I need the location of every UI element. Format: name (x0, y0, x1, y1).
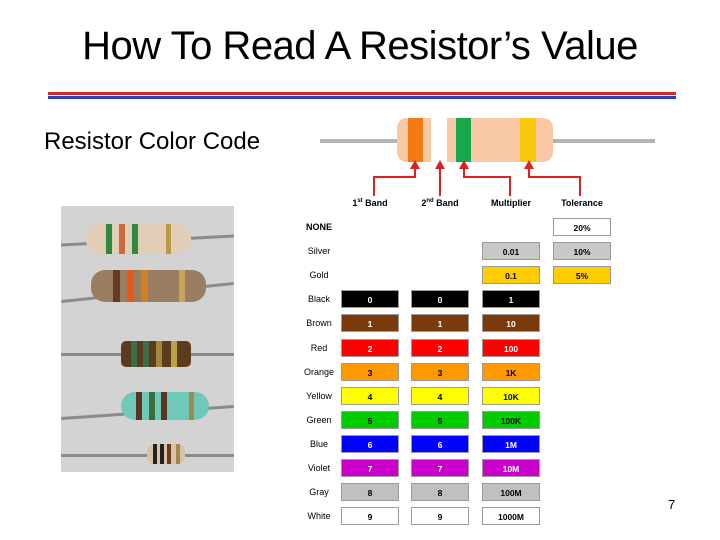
cell-orange-band1: 3 (341, 363, 399, 381)
cell-blue-band1: 6 (341, 435, 399, 453)
row-label-violet: Violet (307, 463, 331, 473)
cell-yellow-band1: 4 (341, 387, 399, 405)
band-4 (520, 118, 536, 162)
cell-brown-band2: 1 (411, 314, 469, 332)
cell-brown-band1: 1 (341, 314, 399, 332)
page-number: 7 (668, 497, 676, 512)
cell-gold-tolerance: 5% (553, 266, 611, 284)
cell-white-band2: 9 (411, 507, 469, 525)
cell-gray-multiplier: 100M (482, 483, 540, 501)
page-title: How To Read A Resistor’s Value (82, 24, 638, 68)
cell-silver-tolerance: 10% (553, 242, 611, 260)
cell-brown-multiplier: 10 (482, 314, 540, 332)
band-3 (456, 118, 471, 162)
row-label-orange: Orange (303, 367, 335, 377)
row-label-yellow: Yellow (306, 391, 332, 401)
cell-yellow-multiplier: 10K (482, 387, 540, 405)
cell-none-tolerance: 20% (553, 218, 611, 236)
row-label-white: White (307, 511, 331, 521)
cell-green-band1: 5 (341, 411, 399, 429)
resistor-lead-right (550, 139, 655, 143)
header-multiplier: Multiplier (491, 198, 531, 208)
row-label-blue: Blue (309, 439, 328, 449)
cell-violet-band1: 7 (341, 459, 399, 477)
cell-white-band1: 9 (341, 507, 399, 525)
cell-green-band2: 5 (411, 411, 469, 429)
cell-gray-band1: 8 (341, 483, 399, 501)
cell-violet-multiplier: 10M (482, 459, 540, 477)
cell-violet-band2: 7 (411, 459, 469, 477)
cell-green-multiplier: 100K (482, 411, 540, 429)
resistors-photo (61, 206, 234, 472)
row-label-silver: Silver (307, 246, 331, 256)
cell-gold-multiplier: 0.1 (482, 266, 540, 284)
row-label-red: Red (310, 343, 328, 353)
title-underline-blue (48, 96, 676, 99)
band-1 (408, 118, 423, 162)
row-label-brown: Brown (306, 318, 332, 328)
cell-black-band2: 0 (411, 290, 469, 308)
cell-white-multiplier: 1000M (482, 507, 540, 525)
cell-red-multiplier: 100 (482, 339, 540, 357)
cell-orange-multiplier: 1K (482, 363, 540, 381)
cell-silver-multiplier: 0.01 (482, 242, 540, 260)
header-band-1: 1st Band (352, 198, 388, 208)
cell-gray-band2: 8 (411, 483, 469, 501)
row-label-black: Black (307, 294, 330, 304)
cell-red-band1: 2 (341, 339, 399, 357)
resistor-lead-left (320, 139, 400, 143)
cell-orange-band2: 3 (411, 363, 469, 381)
row-label-green: Green (306, 415, 332, 425)
cell-black-multiplier: 1 (482, 290, 540, 308)
subtitle: Resistor Color Code (44, 128, 261, 155)
row-label-gold: Gold (309, 270, 329, 280)
cell-blue-band2: 6 (411, 435, 469, 453)
row-label-gray: Gray (309, 487, 329, 497)
cell-red-band2: 2 (411, 339, 469, 357)
band-2 (431, 118, 447, 162)
header-band-2: 2nd Band (421, 198, 459, 208)
row-label-none: NONE (305, 222, 332, 232)
cell-black-band1: 0 (341, 290, 399, 308)
cell-blue-multiplier: 1M (482, 435, 540, 453)
cell-yellow-band2: 4 (411, 387, 469, 405)
header-tolerance: Tolerance (561, 198, 603, 208)
title-underline-red (48, 92, 676, 95)
